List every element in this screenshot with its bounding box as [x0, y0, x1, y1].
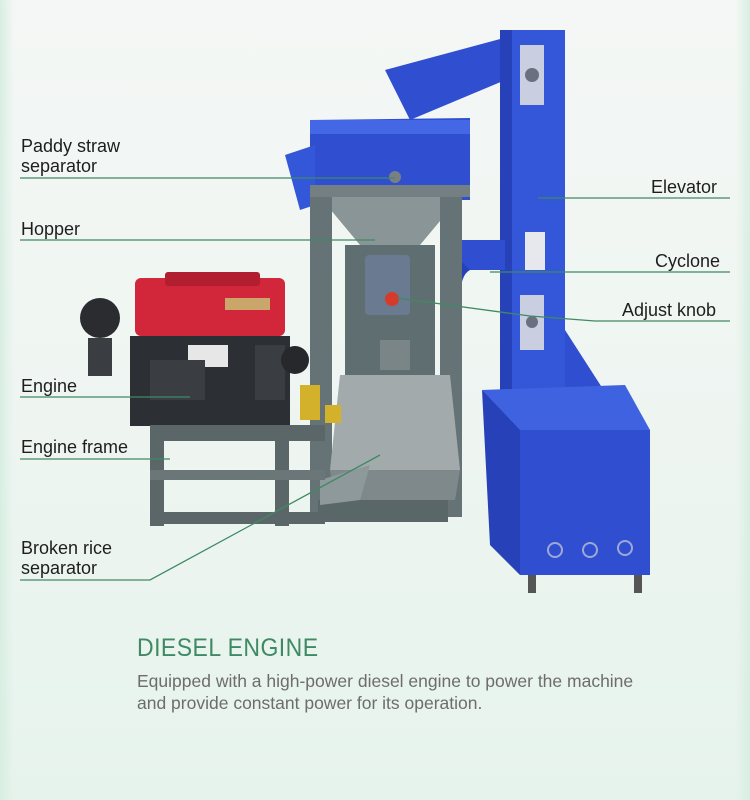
leader-line-broken-rice-separator [20, 454, 381, 581]
label-adjust-knob: Adjust knob [622, 300, 717, 320]
label-elevator: Elevator [651, 177, 718, 197]
label-paddy-straw-separator: Paddy straw separator [21, 136, 121, 176]
elevator-unit [385, 30, 650, 593]
label-hopper: Hopper [21, 219, 81, 239]
leader-line-adjust-knob [396, 297, 730, 322]
left-edge-tint [0, 0, 14, 800]
diesel-engine [80, 272, 341, 426]
leader-lines [20, 177, 730, 581]
engine-frame [150, 425, 325, 526]
label-engine-frame: Engine frame [21, 437, 129, 457]
right-edge-tint [736, 0, 750, 800]
label-cyclone: Cyclone [655, 251, 721, 271]
section-description: Equipped with a high-power diesel engine… [137, 671, 634, 713]
label-engine: Engine [21, 376, 78, 396]
section-title: DIESEL ENGINE [137, 634, 319, 662]
label-broken-rice-separator: Broken rice separator [21, 538, 113, 578]
